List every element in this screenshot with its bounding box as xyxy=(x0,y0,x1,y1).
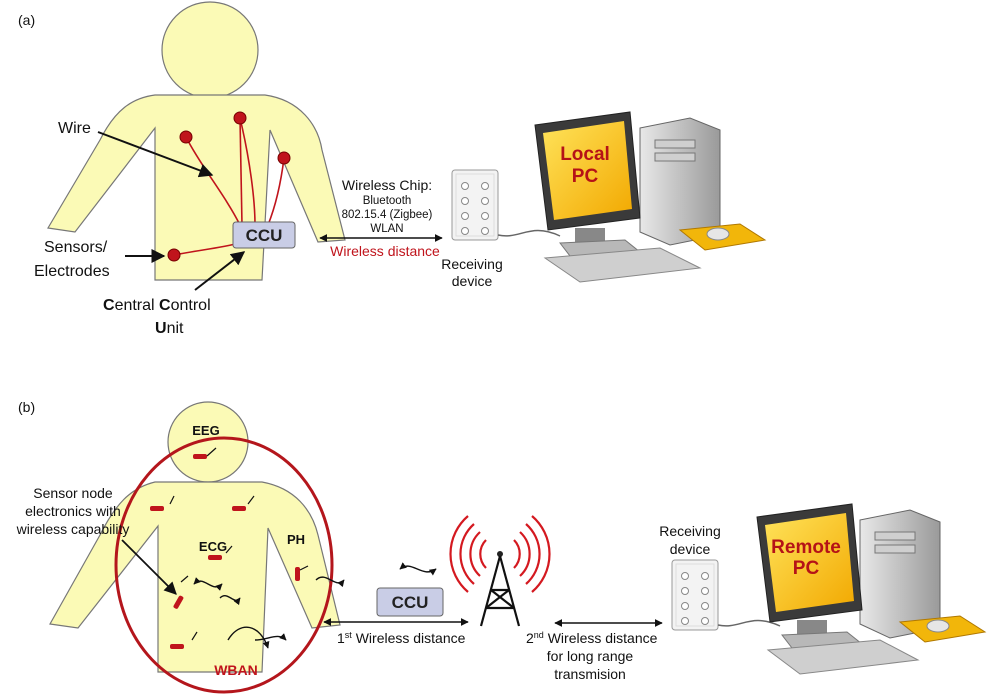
wire-label: Wire xyxy=(58,120,91,137)
receiving-label-a-1: Receiving xyxy=(441,256,502,272)
sensor-node xyxy=(170,631,198,649)
panel-b-label: (b) xyxy=(18,399,35,415)
panel-a-label: (a) xyxy=(18,12,35,28)
sensor-node-label-3: wireless capability xyxy=(16,521,130,537)
ccu-arrow xyxy=(194,251,246,291)
first-wireless-label: 1st Wireless distance xyxy=(337,630,466,646)
receiving-device-b xyxy=(671,559,719,631)
sensor-nodes xyxy=(150,447,309,649)
chip-line-2: 802.15.4 (Zigbee) xyxy=(342,209,433,221)
chip-line-3: WLAN xyxy=(370,223,403,235)
ccu-label-a: CCU xyxy=(246,226,283,245)
chip-title: Wireless Chip: xyxy=(342,177,432,193)
receiving-label-a-2: device xyxy=(452,273,493,289)
antenna-tower xyxy=(449,515,551,627)
second-wireless-label-1: 2nd Wireless distance xyxy=(526,630,658,646)
wires-a xyxy=(173,117,285,256)
sensor-node xyxy=(173,575,189,609)
ccu-label-b: CCU xyxy=(392,593,429,612)
person-b-body xyxy=(49,481,341,673)
sensor-node-label-2: electronics with xyxy=(25,503,121,519)
remote-pc-line-2: PC xyxy=(793,558,820,579)
sensor-node-label-1: Sensor node xyxy=(33,485,113,501)
panel-b: (b) WBAN EEG ECG PH Sen xyxy=(16,399,987,694)
signal-waves-b xyxy=(193,562,437,649)
central-control-label: Central Control xyxy=(103,297,211,314)
ph-label: PH xyxy=(287,532,305,547)
sensor-node xyxy=(193,447,217,459)
panel-a: (a) CCU Wire Sensors/ Electrodes Central… xyxy=(18,1,767,337)
sensor-node-arrow xyxy=(121,539,177,595)
local-pc-line-2: PC xyxy=(572,166,599,187)
cable-b xyxy=(717,619,781,627)
sensor-node xyxy=(295,565,309,581)
person-a-head xyxy=(161,1,259,99)
ccu-box-a xyxy=(232,221,296,249)
unit-label: Unit xyxy=(155,320,184,337)
electrode-1 xyxy=(179,130,193,144)
electrode-2 xyxy=(233,111,247,125)
ecg-label: ECG xyxy=(199,539,227,554)
sensors-label-2: Electrodes xyxy=(34,263,110,280)
electrode-3 xyxy=(277,151,291,165)
person-b-head xyxy=(167,401,249,483)
receiving-label-b-1: Receiving xyxy=(659,523,720,539)
local-pc-line-1: Local xyxy=(560,144,610,165)
ccu-box-b xyxy=(376,587,444,617)
sensors-label-1: Sensors/ xyxy=(44,239,108,256)
remote-pc xyxy=(756,503,987,675)
receiving-label-b-2: device xyxy=(670,541,711,557)
remote-pc-line-1: Remote xyxy=(771,537,841,558)
sensor-node xyxy=(208,545,233,560)
sensor-node xyxy=(150,495,175,511)
wireless-distance-label: Wireless distance xyxy=(330,243,440,259)
eeg-label: EEG xyxy=(192,423,219,438)
wban-label: WBAN xyxy=(214,662,258,678)
wire-arrow xyxy=(97,131,214,178)
wban-ellipse xyxy=(114,436,334,694)
local-pc xyxy=(534,111,767,283)
second-wireless-label-2: for long range xyxy=(547,648,634,664)
second-wireless-label-3: transmision xyxy=(554,666,626,682)
receiving-device-a xyxy=(451,169,499,241)
electrode-4 xyxy=(167,248,181,262)
chip-line-1: Bluetooth xyxy=(363,195,412,207)
sensor-node xyxy=(232,495,255,511)
cable-a xyxy=(497,229,561,237)
